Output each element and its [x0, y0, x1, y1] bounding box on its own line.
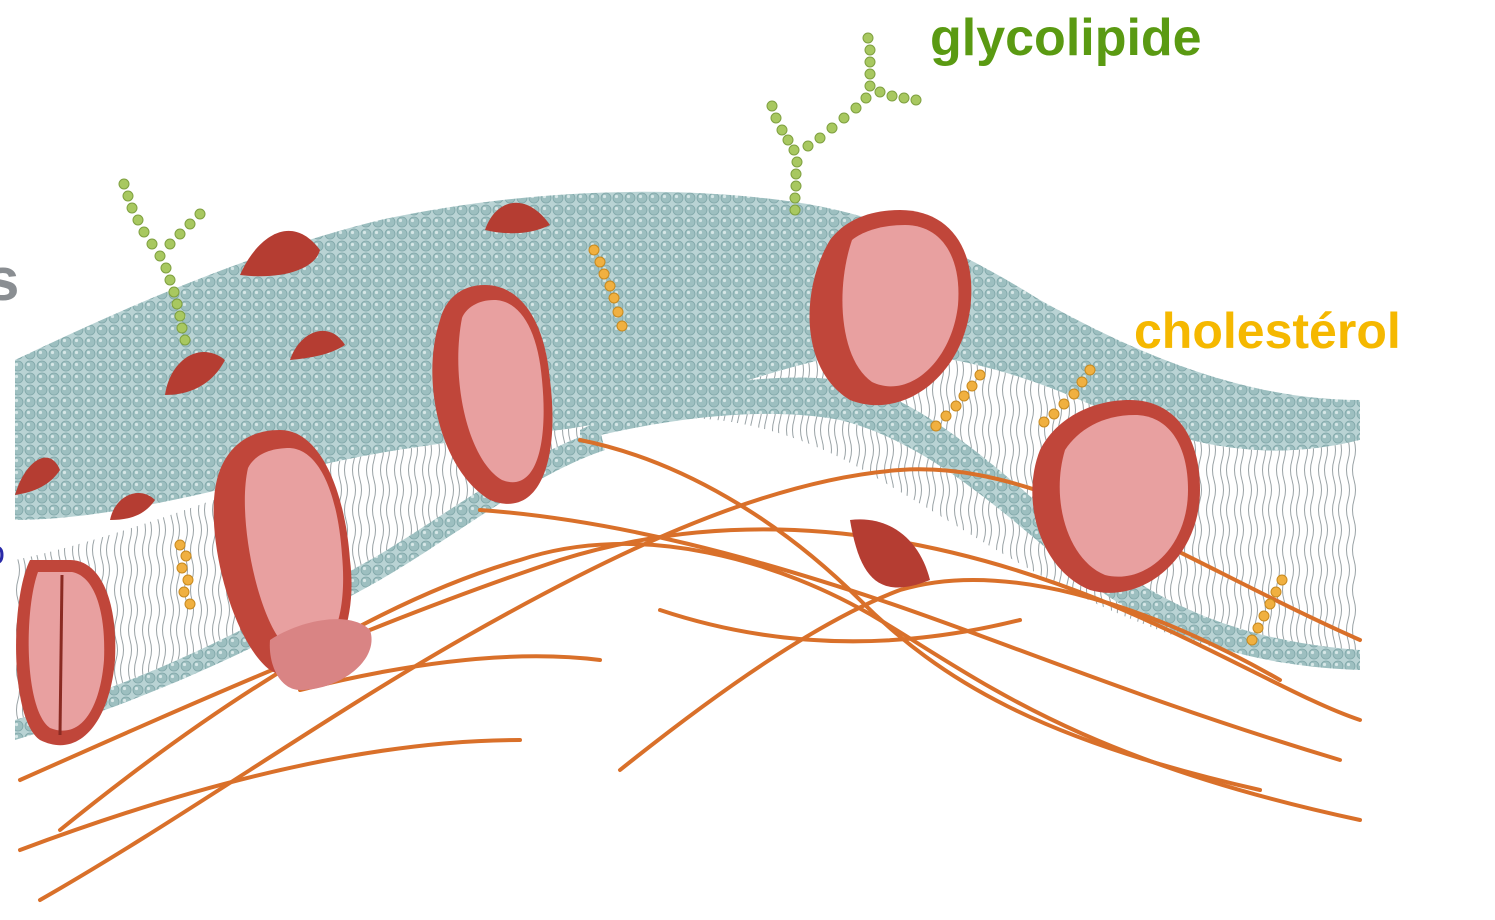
- membrane-protein-icon: [16, 560, 115, 745]
- cropped-label-bottom: o: [0, 536, 5, 570]
- glycolipide-label: glycolipide: [930, 12, 1202, 64]
- peripheral-protein-icon: [850, 519, 930, 587]
- cropped-label-top: s: [0, 250, 19, 310]
- cholesterol-label: cholestérol: [1134, 306, 1401, 356]
- glycan-chain-icon: [767, 33, 921, 215]
